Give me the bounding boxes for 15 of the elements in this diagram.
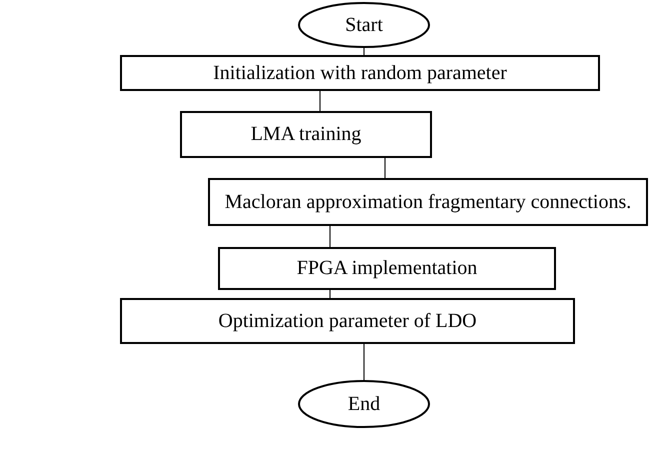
- node-label: FPGA implementation: [296, 257, 478, 280]
- node-label: Initialization with random parameter: [213, 62, 507, 84]
- node-label: LMA training: [250, 123, 362, 146]
- node-label: End: [348, 392, 380, 416]
- node-label: Start: [345, 14, 383, 36]
- process-box: [120, 55, 600, 91]
- terminal-ellipse: [298, 2, 430, 48]
- process-box: [208, 178, 648, 226]
- process-box: [120, 298, 575, 344]
- node-label: Optimization parameter of LDO: [218, 310, 477, 332]
- process-box: [218, 247, 556, 290]
- node-label: Macloran approximation fragmentary connections.: [224, 190, 632, 214]
- process-box: [180, 111, 432, 158]
- terminal-ellipse: [298, 380, 430, 428]
- connector-line: [384, 158, 386, 178]
